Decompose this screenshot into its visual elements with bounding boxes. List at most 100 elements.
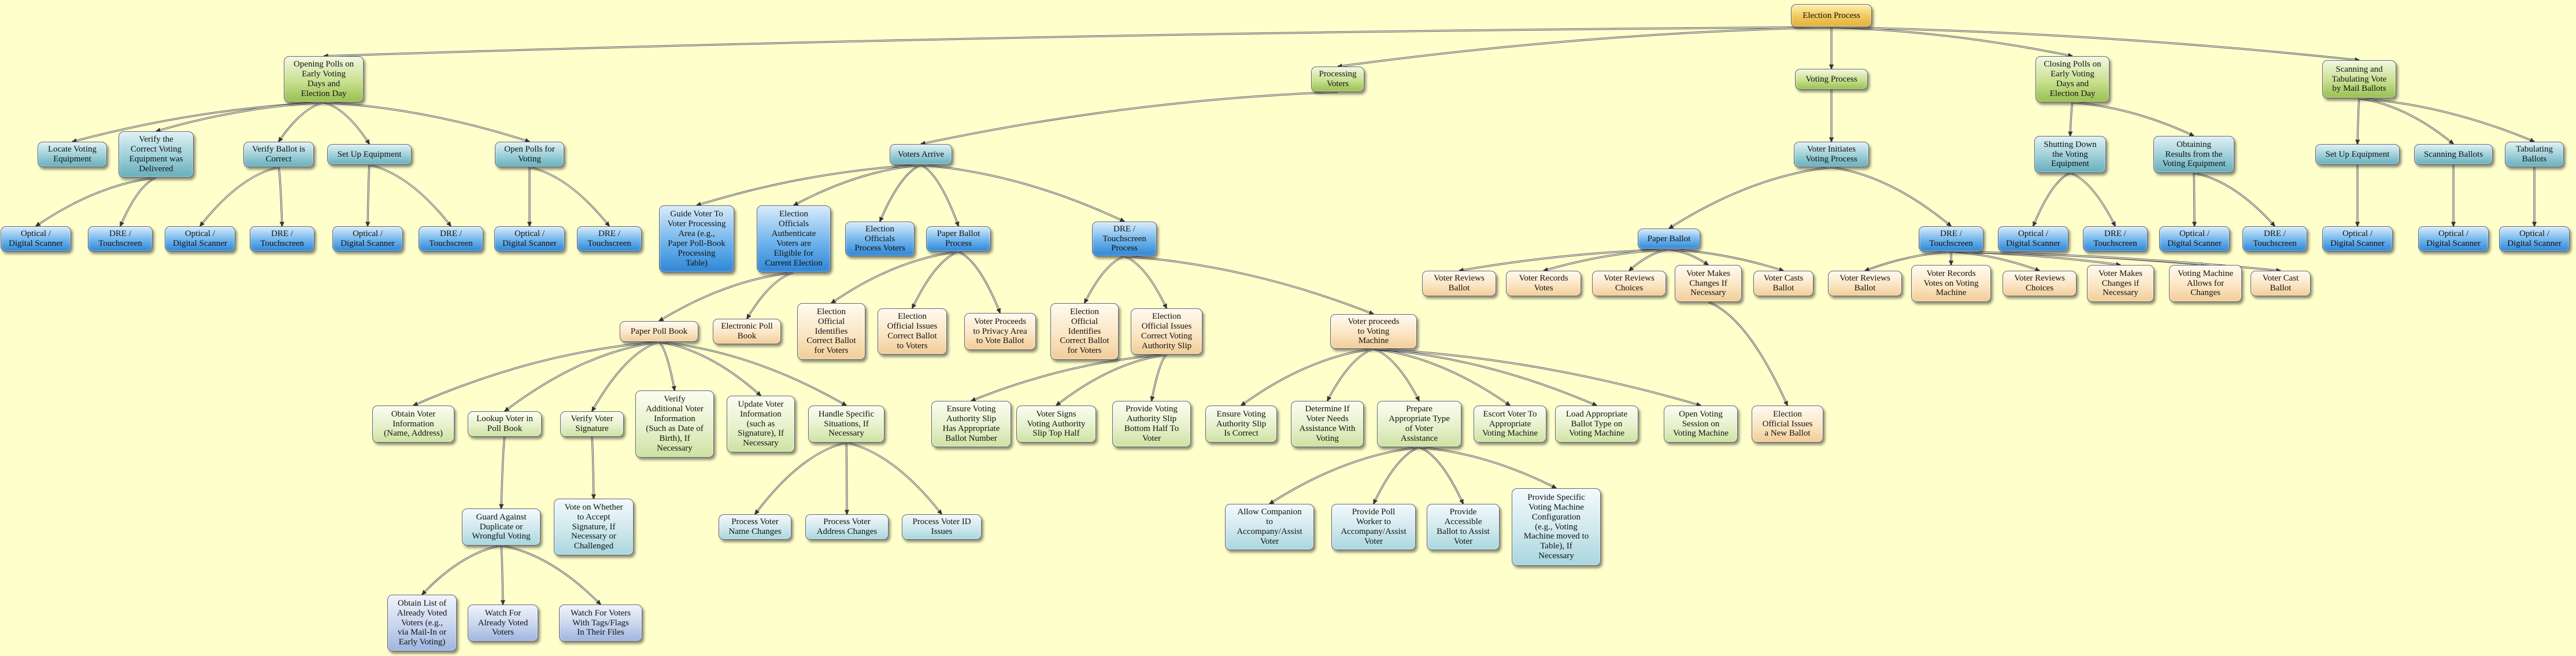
connector-processing-votersArrive-outline xyxy=(920,91,1338,145)
node-d-changes: Voter Makes Changes if Necessary xyxy=(2087,265,2154,302)
node-address-changes: Process Voter Address Changes xyxy=(805,514,889,540)
connector-votersArrive-dreProc xyxy=(920,164,1125,222)
connector-scanning-setUpMail xyxy=(2355,98,2360,145)
node-escort: Escort Voter To Appropriate Voting Machi… xyxy=(1474,406,1546,443)
connector-paperBallot-pbCasts xyxy=(1668,249,1784,272)
node-dre-proc: DRE / Touchscreen Process xyxy=(1092,222,1157,256)
node-update-info: Update Voter Information (such as Signat… xyxy=(727,396,795,452)
connector-paperBallotProc-pb_identify-outline xyxy=(831,250,959,304)
node-pb-casts: Voter Casts Ballot xyxy=(1753,271,1813,296)
node-verify-sig: Verify Voter Signature xyxy=(560,411,624,437)
node-set-up-mail: Set Up Equipment xyxy=(2315,144,2400,165)
connector-closing-shutDown xyxy=(2068,102,2073,137)
connector-authenticate-electronicPollBook xyxy=(746,272,794,319)
connector-setupEq-su_opt xyxy=(365,164,371,227)
node-su-dre: DRE / Touchscreen xyxy=(419,226,483,252)
node-open-session: Open Voting Session on Voting Machine xyxy=(1664,406,1738,443)
node-d-allows: Voting Machine Allows for Changes xyxy=(2169,265,2242,302)
node-closing: Closing Polls on Early Voting Days and E… xyxy=(2035,56,2109,102)
connector-lookup-guard xyxy=(499,436,505,509)
connector-dreTouch-dReviews xyxy=(1864,251,1952,272)
node-ve-opt: Optical / Digital Scanner xyxy=(1,226,71,252)
node-pb-changes: Voter Makes Changes If Necessary xyxy=(1675,265,1742,302)
connector-verifyEq-ve_dre-outline xyxy=(119,176,157,227)
node-pb-proceeds: Voter Proceeds to Privacy Area to Vote B… xyxy=(964,313,1036,350)
connector-verifyEq-ve_opt-outline xyxy=(35,176,157,227)
node-poll-worker: Provide Poll Worker to Accompany/Assist … xyxy=(1331,504,1416,550)
node-processing: Processing Voters xyxy=(1311,67,1364,92)
connector-dre_proceeds-loadBallot-outline xyxy=(1373,348,1597,407)
connector-opening-openPolls xyxy=(323,102,530,143)
node-scanning: Scanning and Tabulating Vote by Mail Bal… xyxy=(2322,60,2396,98)
connector-dre_proceeds-loadBallot xyxy=(1373,348,1597,406)
node-sm-opt: Optical / Digital Scanner xyxy=(2322,226,2393,252)
connector-shutDown-sd_opt-outline xyxy=(2032,172,2071,227)
connector-verifyBallot-vb_dre xyxy=(278,167,284,227)
connector-votersArrive-authenticate xyxy=(793,164,921,206)
connector-paperPollBook-updateInfo xyxy=(658,341,761,396)
connector-root-opening xyxy=(323,27,1832,58)
node-open-polls: Open Polls for Voting xyxy=(495,142,564,167)
connector-voterInitiates-dreTouch xyxy=(1831,167,1952,227)
node-d-choices: Voter Reviews Choices xyxy=(2003,271,2077,296)
node-obtain-info: Obtain Voter Information (Name, Address) xyxy=(372,406,454,443)
connector-dre_issues-signsTop xyxy=(1056,354,1167,406)
connector-dreProc-dre_identify-outline xyxy=(1083,255,1125,304)
connector-closing-obtainResults-outline xyxy=(2072,101,2194,137)
connector-prepareMachine-pollWorker xyxy=(1373,447,1420,504)
node-provide-bottom: Provide Voting Authority Slip Bottom Hal… xyxy=(1112,401,1191,447)
node-specific-config: Provide Specific Voting Machine Configur… xyxy=(1512,488,1601,566)
connector-paperBallotProc-pb_issues xyxy=(912,251,959,309)
node-accessible: Provide Accessible Ballot to Assist Vote… xyxy=(1427,504,1500,550)
node-name-changes: Process Voter Name Changes xyxy=(719,514,791,540)
connector-authenticate-paperPollBook-outline xyxy=(658,271,794,322)
connector-setupEq-su_dre-outline xyxy=(369,164,452,227)
connector-dre_issues-ensureSlip xyxy=(971,354,1167,402)
node-signs-top: Voter Signs Voting Authority Slip Top Ha… xyxy=(1016,406,1096,443)
connector-dre_proceeds-openSession xyxy=(1373,348,1701,407)
node-verify-ballot: Verify Ballot is Correct xyxy=(243,142,314,167)
node-root: Election Process xyxy=(1791,4,1872,27)
node-voting: Voting Process xyxy=(1795,69,1868,90)
connector-paperBallot-pbReviews xyxy=(1459,249,1670,272)
node-pb-choices: Voter Reviews Choices xyxy=(1592,271,1666,296)
connector-handleSpecific-idIssues xyxy=(846,442,942,515)
node-scan-ballots: Scanning Ballots xyxy=(2414,144,2493,165)
connector-dreProc-dre_proceeds xyxy=(1124,256,1374,315)
node-vb-dre: DRE / Touchscreen xyxy=(250,226,314,252)
node-dre-issues: Election Official Issues Correct Voting … xyxy=(1131,308,1202,355)
node-verify-add: Verify Additional Voter Information (Suc… xyxy=(635,390,714,458)
connector-paperPollBook-obtainInfo-outline xyxy=(413,341,660,407)
node-watch-tags: Watch For Voters With Tags/Flags In Thei… xyxy=(559,605,642,642)
connector-root-opening-outline xyxy=(323,26,1832,57)
connector-shutDown-sd_dre-outline xyxy=(2070,172,2116,227)
connector-dreProc-dre_issues-outline xyxy=(1124,255,1168,309)
connector-paperPollBook-obtainInfo xyxy=(413,341,660,406)
connector-verifyEq-ve_opt xyxy=(35,177,157,227)
node-electronic-poll-book: Electronic Poll Book xyxy=(713,319,781,344)
connector-paperBallot-pbRecords xyxy=(1543,249,1670,272)
node-id-issues: Process Voter ID Issues xyxy=(902,514,982,540)
node-vote-whether: Vote on Whether to Accept Signature, If … xyxy=(554,499,634,555)
node-guide: Guide Voter To Voter Processing Area (e.… xyxy=(659,205,734,272)
connector-verifyEq-ve_dre xyxy=(120,177,157,227)
node-ve-dre: DRE / Touchscreen xyxy=(88,226,153,252)
connector-votersArrive-officialsProcess-outline xyxy=(879,164,921,222)
connector-root-processing-outline xyxy=(1337,26,1832,68)
connector-opening-verifyBallot-outline xyxy=(277,101,324,142)
node-or-dre: DRE / Touchscreen xyxy=(2242,226,2307,252)
connector-prepareMachine-companion xyxy=(1269,447,1420,504)
connector-votersArrive-paperBallotProc xyxy=(920,164,960,227)
connector-paperBallotProc-pb_identify xyxy=(831,251,959,304)
connector-guard-watchTags xyxy=(501,545,601,605)
connector-handleSpecific-addressChanges xyxy=(844,442,850,515)
node-op-opt: Optical / Digital Scanner xyxy=(494,226,565,252)
connector-dre_issues-provideBottom xyxy=(1150,354,1167,401)
node-ensure-slip: Ensure Voting Authority Slip Has Appropr… xyxy=(931,401,1011,447)
connector-authenticate-paperPollBook xyxy=(658,272,794,322)
connector-verifySig-voteWhether xyxy=(591,436,597,499)
node-paper-ballot-proc: Paper Ballot Process xyxy=(926,226,991,252)
connector-handleSpecific-idIssues-outline xyxy=(846,441,943,515)
connector-dre_proceeds-prepareMachine xyxy=(1373,348,1420,401)
